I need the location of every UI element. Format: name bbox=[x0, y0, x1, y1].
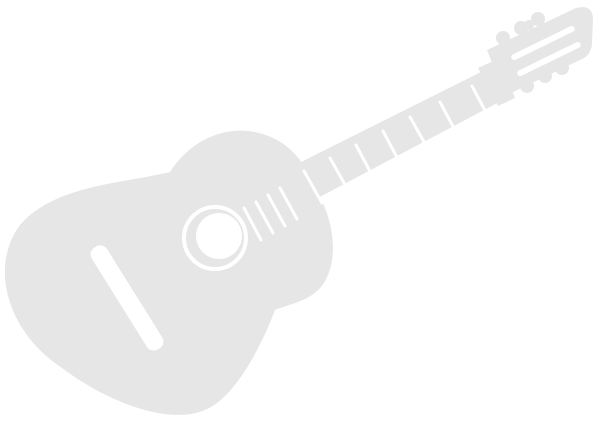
fret-line bbox=[302, 169, 324, 205]
tuning-peg bbox=[524, 20, 534, 30]
fret-line bbox=[242, 206, 263, 242]
fret-line bbox=[470, 84, 491, 120]
fret-line bbox=[381, 129, 402, 165]
tuning-peg bbox=[496, 31, 510, 45]
tuning-peg bbox=[538, 69, 552, 83]
neck-frets bbox=[302, 84, 491, 205]
fret-line bbox=[408, 115, 430, 151]
tuning-peg bbox=[531, 12, 545, 26]
guitar-bridge bbox=[90, 245, 164, 351]
tuning-pegs-top bbox=[496, 12, 545, 45]
tuning-peg bbox=[555, 61, 569, 75]
fret-line bbox=[438, 100, 459, 136]
tuning-pegs-bottom bbox=[520, 61, 569, 93]
sound-hole-ring bbox=[182, 205, 248, 271]
guitar-body bbox=[4, 130, 333, 415]
fret-line bbox=[278, 186, 299, 221]
fret-line bbox=[254, 200, 275, 235]
tuning-peg bbox=[520, 79, 534, 93]
body-frets bbox=[242, 186, 299, 242]
sound-hole bbox=[196, 213, 242, 259]
guitar-neck bbox=[295, 70, 503, 200]
fret-line bbox=[354, 143, 375, 179]
fret-line bbox=[266, 193, 287, 228]
headstock-slot bbox=[517, 41, 581, 77]
fret-line bbox=[328, 156, 350, 192]
headstock-slots bbox=[511, 25, 581, 77]
headstock-slot bbox=[511, 25, 575, 61]
